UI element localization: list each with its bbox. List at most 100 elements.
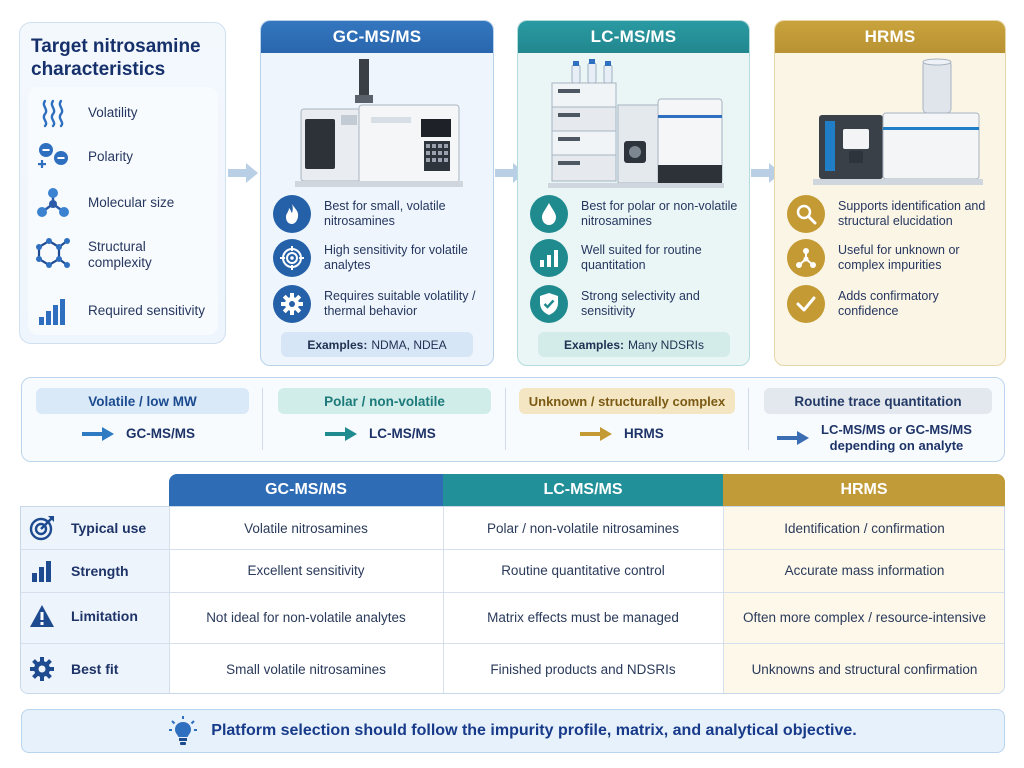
- platform-title: GC-MS/MS: [261, 21, 493, 53]
- decision-routine: Routine trace quantitation LC-MS/MS or G…: [749, 378, 1005, 460]
- characteristic-required-sensitivity: Required sensitivity: [28, 291, 218, 331]
- condition-pill: Routine trace quantitation: [764, 388, 992, 414]
- divider: [723, 507, 724, 693]
- decision-polar: Polar / non-volatile LC-MS/MS: [263, 378, 505, 460]
- table-cell: Identification / confirmation: [784, 520, 945, 536]
- characteristic-label: Required sensitivity: [88, 303, 206, 318]
- table-header-hrms: HRMS: [723, 474, 1005, 506]
- platform-title: LC-MS/MS: [518, 21, 749, 53]
- feature-text: Useful for unknown or complex impurities: [838, 242, 960, 273]
- flow-arrow-icon: [751, 163, 781, 183]
- hr-feature-identification: Supports identification and structural e…: [787, 195, 1002, 233]
- feature-text: Best for small, volatile nitrosamines: [324, 198, 446, 229]
- feature-text: Supports identification and structural e…: [838, 198, 986, 229]
- condition-pill: Unknown / structurally complex: [519, 388, 735, 414]
- result-text: HRMS: [624, 426, 664, 441]
- hrms-instrument-image: [813, 58, 983, 185]
- characteristic-molecular-size: Molecular size: [28, 183, 218, 223]
- feature-text: Strong selectivity and sensitivity: [581, 288, 700, 319]
- lc-feature-quantitation: Well suited for routine quantitation: [530, 239, 745, 277]
- characteristic-label: Structural complexity: [88, 239, 152, 270]
- hrms-column: [723, 507, 1004, 693]
- divider: [21, 592, 1004, 593]
- target-icon: [29, 516, 54, 541]
- table-cell: Often more complex / resource-intensive: [742, 610, 987, 625]
- row-label-strength: Strength: [29, 559, 129, 583]
- feature-text: Requires suitable volatility / thermal b…: [324, 288, 476, 319]
- lc-feature-selectivity: Strong selectivity and sensitivity: [530, 285, 745, 323]
- table-header-lc: LC-MS/MS: [443, 474, 723, 506]
- feature-text: Best for polar or non-volatile nitrosami…: [581, 198, 738, 229]
- lc-feature-polar: Best for polar or non-volatile nitrosami…: [530, 195, 745, 233]
- footer-text: Platform selection should follow the imp…: [211, 722, 857, 739]
- bar-chart-icon: [530, 239, 568, 277]
- table-cell: Routine quantitative control: [501, 563, 665, 578]
- examples-value: Many NDSRIs: [628, 337, 705, 352]
- target-icon: [273, 239, 311, 277]
- arrow-right-icon: [580, 427, 612, 441]
- checkmark-icon: [787, 285, 825, 323]
- decision-unknown: Unknown / structurally complex HRMS: [506, 378, 748, 460]
- characteristic-label: Molecular size: [88, 195, 175, 210]
- decision-result: HRMS: [580, 426, 664, 442]
- network-icon: [787, 239, 825, 277]
- characteristic-volatility: Volatility: [28, 93, 218, 133]
- lc-ms-instrument-image: [548, 59, 724, 188]
- decision-strip: Volatile / low MW GC-MS/MS Polar / non-v…: [21, 377, 1005, 462]
- warning-icon: [30, 605, 54, 627]
- table-cell: Small volatile nitrosamines: [226, 661, 386, 677]
- decision-volatile: Volatile / low MW GC-MS/MS: [22, 378, 262, 460]
- divider: [748, 388, 749, 450]
- polarity-icon: [28, 137, 78, 177]
- molecule-icon: [28, 183, 78, 223]
- platform-card-lc-ms-ms: LC-MS/MS Best for polar or non-volatile …: [517, 20, 750, 366]
- gc-feature-sensitivity: High sensitivity for volatile analytes: [273, 239, 488, 277]
- hexagon-structure-icon: [28, 235, 78, 275]
- lc-column: [443, 507, 723, 693]
- characteristic-structural-complexity: Structural complexity: [28, 235, 218, 275]
- hr-feature-unknowns: Useful for unknown or complex impurities: [787, 239, 1002, 277]
- shield-check-icon: [530, 285, 568, 323]
- gc-feature-volatile: Best for small, volatile nitrosamines: [273, 195, 488, 233]
- gear-icon: [273, 285, 311, 323]
- magnifier-icon: [787, 195, 825, 233]
- arrow-right-icon: [777, 431, 809, 445]
- result-text: LC-MS/MS or GC-MS/MS depending on analyt…: [821, 422, 972, 454]
- characteristic-label: Polarity: [88, 149, 134, 164]
- platform-title: HRMS: [775, 21, 1005, 53]
- table-cell: Matrix effects must be managed: [487, 610, 679, 625]
- table-cell: Excellent sensitivity: [247, 563, 365, 578]
- droplet-icon: [530, 195, 568, 233]
- table-cell: Not ideal for non-volatile analytes: [206, 610, 406, 625]
- lightbulb-icon: [169, 716, 198, 745]
- characteristic-polarity: Polarity: [28, 137, 218, 177]
- table-cell: Unknowns and structural confirmation: [751, 661, 978, 677]
- characteristics-panel: Target nitrosamine characteristics Volat…: [19, 22, 226, 344]
- feature-text: Well suited for routine quantitation: [581, 242, 702, 273]
- divider: [262, 388, 263, 450]
- result-text: LC-MS/MS: [369, 426, 436, 441]
- platform-card-gc-ms-ms: GC-MS/MS Best for small, volatile nitros…: [260, 20, 494, 366]
- table-cell: Finished products and NDSRIs: [490, 661, 676, 677]
- decision-result: LC-MS/MS or GC-MS/MS depending on analyt…: [777, 422, 972, 454]
- decision-result: GC-MS/MS: [82, 426, 195, 442]
- flame-icon: [273, 195, 311, 233]
- arrow-right-icon: [82, 427, 114, 441]
- comparison-table: Typical use Volatile nitrosamines Polar …: [20, 506, 1005, 694]
- flow-arrow-icon: [228, 163, 258, 183]
- feature-text: Adds confirmatory confidence: [838, 288, 939, 319]
- feature-text: High sensitivity for volatile analytes: [324, 242, 468, 273]
- bar-chart-icon: [32, 561, 51, 582]
- gc-feature-volatility-requirement: Requires suitable volatility / thermal b…: [273, 285, 488, 323]
- examples-label: Examples:: [307, 337, 368, 352]
- gc-column: [169, 507, 443, 693]
- divider: [21, 643, 1004, 644]
- lc-examples: Examples: Many NDSRIs: [538, 332, 730, 357]
- footer-note: Platform selection should follow the imp…: [21, 709, 1005, 753]
- hr-feature-confirmatory: Adds confirmatory confidence: [787, 285, 1002, 323]
- arrow-right-icon: [325, 427, 357, 441]
- row-label-text: Best fit: [71, 661, 119, 677]
- examples-value: NDMA, NDEA: [371, 337, 447, 352]
- divider: [443, 507, 444, 693]
- table-header-gc: GC-MS/MS: [169, 474, 443, 506]
